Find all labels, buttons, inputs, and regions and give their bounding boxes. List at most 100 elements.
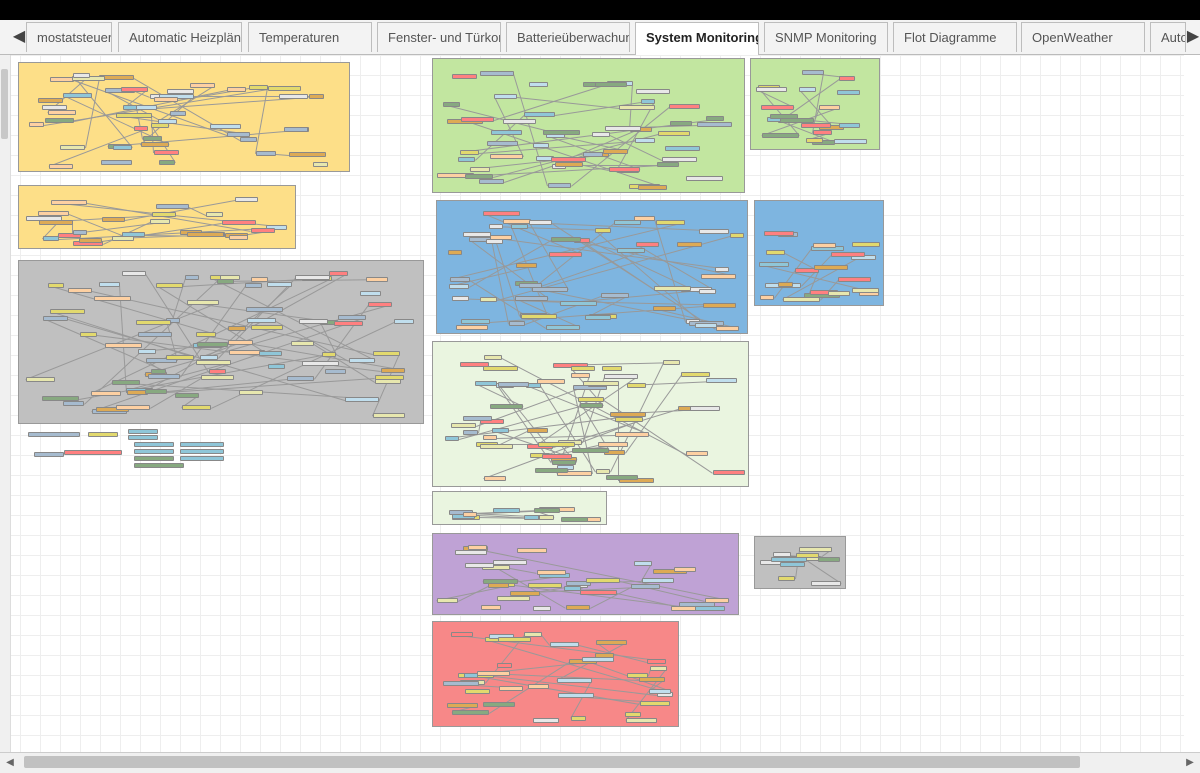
flow-node[interactable] bbox=[88, 432, 118, 437]
tab-scroll-left-icon[interactable]: ◀ bbox=[12, 28, 26, 45]
flow-node[interactable] bbox=[498, 382, 529, 387]
flow-node[interactable] bbox=[182, 405, 211, 410]
flow-node[interactable] bbox=[167, 89, 194, 94]
flow-node[interactable] bbox=[557, 471, 592, 476]
flow-node[interactable] bbox=[200, 355, 218, 360]
flow-node[interactable] bbox=[663, 360, 680, 365]
flow-node[interactable] bbox=[394, 319, 414, 324]
flow-node[interactable] bbox=[185, 275, 199, 280]
flow-node[interactable] bbox=[638, 185, 667, 190]
flow-node[interactable] bbox=[228, 326, 246, 331]
flow-node[interactable] bbox=[561, 517, 588, 522]
flow-node[interactable] bbox=[73, 230, 87, 235]
flow-node[interactable] bbox=[509, 321, 525, 326]
flow-group[interactable] bbox=[432, 491, 607, 525]
flow-node[interactable] bbox=[811, 581, 841, 586]
flow-node[interactable] bbox=[634, 216, 655, 221]
flow-node[interactable] bbox=[491, 130, 522, 135]
flow-node[interactable] bbox=[701, 274, 736, 279]
tab-batterieueberwachung[interactable]: Batterieüberwachun bbox=[506, 22, 630, 52]
flow-node[interactable] bbox=[627, 673, 648, 678]
flow-node[interactable] bbox=[490, 154, 523, 159]
tab-auto[interactable]: Auto bbox=[1150, 22, 1186, 52]
flow-node[interactable] bbox=[492, 428, 509, 433]
flow-node[interactable] bbox=[796, 553, 819, 558]
flow-node[interactable] bbox=[322, 352, 336, 357]
flow-node[interactable] bbox=[291, 341, 314, 346]
flow-node[interactable] bbox=[582, 657, 614, 662]
flow-node[interactable] bbox=[166, 355, 194, 360]
flow-node[interactable] bbox=[465, 689, 490, 694]
flow-node[interactable] bbox=[583, 152, 603, 157]
flow-node[interactable] bbox=[338, 315, 366, 320]
flow-node[interactable] bbox=[615, 432, 649, 437]
flow-node[interactable] bbox=[259, 351, 282, 356]
flow-node[interactable] bbox=[543, 130, 580, 135]
flow-node[interactable] bbox=[143, 136, 162, 141]
flow-node[interactable] bbox=[571, 366, 595, 371]
flow-node[interactable] bbox=[515, 296, 548, 301]
flow-node[interactable] bbox=[48, 110, 76, 115]
flow-node[interactable] bbox=[68, 288, 92, 293]
flow-node[interactable] bbox=[517, 548, 547, 553]
tab-snmp-monitoring[interactable]: SNMP Monitoring bbox=[764, 22, 888, 52]
flow-node[interactable] bbox=[852, 242, 880, 247]
flow-node[interactable] bbox=[703, 303, 736, 308]
flow-node[interactable] bbox=[39, 220, 73, 225]
flow-node[interactable] bbox=[756, 87, 787, 92]
flow-node[interactable] bbox=[699, 289, 716, 294]
flow-node[interactable] bbox=[481, 605, 501, 610]
flow-node[interactable] bbox=[571, 716, 586, 721]
flow-node[interactable] bbox=[510, 591, 540, 596]
flow-node[interactable] bbox=[197, 342, 228, 347]
flow-node[interactable] bbox=[606, 475, 638, 480]
flow-node[interactable] bbox=[209, 369, 226, 374]
flow-node[interactable] bbox=[251, 325, 283, 330]
flow-node[interactable] bbox=[537, 570, 566, 575]
tab-system-monitoring[interactable]: System Monitoring bbox=[635, 22, 759, 55]
flow-node[interactable] bbox=[686, 451, 708, 456]
flow-node[interactable] bbox=[228, 340, 253, 345]
flow-node[interactable] bbox=[839, 123, 860, 128]
flow-node[interactable] bbox=[528, 684, 549, 689]
flow-node[interactable] bbox=[585, 315, 611, 320]
flow-node[interactable] bbox=[578, 397, 604, 402]
flow-node[interactable] bbox=[484, 355, 502, 360]
flow-node[interactable] bbox=[679, 602, 715, 607]
flow-node[interactable] bbox=[533, 718, 559, 723]
flow-node[interactable] bbox=[834, 139, 867, 144]
flow-node[interactable] bbox=[302, 361, 339, 366]
flow-node[interactable] bbox=[654, 286, 691, 291]
flow-node[interactable] bbox=[443, 102, 460, 107]
flow-node[interactable] bbox=[450, 277, 470, 282]
flow-node[interactable] bbox=[681, 372, 710, 377]
flow-node[interactable] bbox=[806, 138, 823, 143]
flow-node[interactable] bbox=[489, 224, 503, 229]
flow-node[interactable] bbox=[764, 231, 794, 236]
flow-node[interactable] bbox=[528, 583, 562, 588]
tab-thermostatsteuerung[interactable]: mostatsteuerun bbox=[26, 22, 112, 52]
flow-node[interactable] bbox=[837, 90, 860, 95]
flow-node[interactable] bbox=[587, 517, 601, 522]
flow-node[interactable] bbox=[705, 598, 729, 603]
flow-node[interactable] bbox=[42, 105, 67, 110]
flow-node[interactable] bbox=[455, 550, 487, 555]
flow-node[interactable] bbox=[99, 282, 120, 287]
flow-node[interactable] bbox=[813, 130, 832, 135]
flow-node[interactable] bbox=[487, 141, 518, 146]
flow-node[interactable] bbox=[516, 263, 537, 268]
flow-node[interactable] bbox=[229, 235, 248, 240]
flow-node[interactable] bbox=[778, 282, 793, 287]
tab-openweather[interactable]: OpenWeather bbox=[1021, 22, 1145, 52]
flow-node[interactable] bbox=[447, 703, 478, 708]
flow-node[interactable] bbox=[29, 122, 44, 127]
flow-node[interactable] bbox=[180, 449, 224, 454]
flow-group[interactable] bbox=[18, 185, 296, 249]
flow-node[interactable] bbox=[452, 296, 469, 301]
flow-node[interactable] bbox=[766, 250, 785, 255]
flow-node[interactable] bbox=[134, 126, 148, 131]
flow-node[interactable] bbox=[268, 86, 301, 91]
flow-node[interactable] bbox=[156, 283, 183, 288]
horizontal-scrollbar[interactable]: ◀ ▶ bbox=[0, 752, 1200, 773]
flow-node[interactable] bbox=[128, 435, 158, 440]
